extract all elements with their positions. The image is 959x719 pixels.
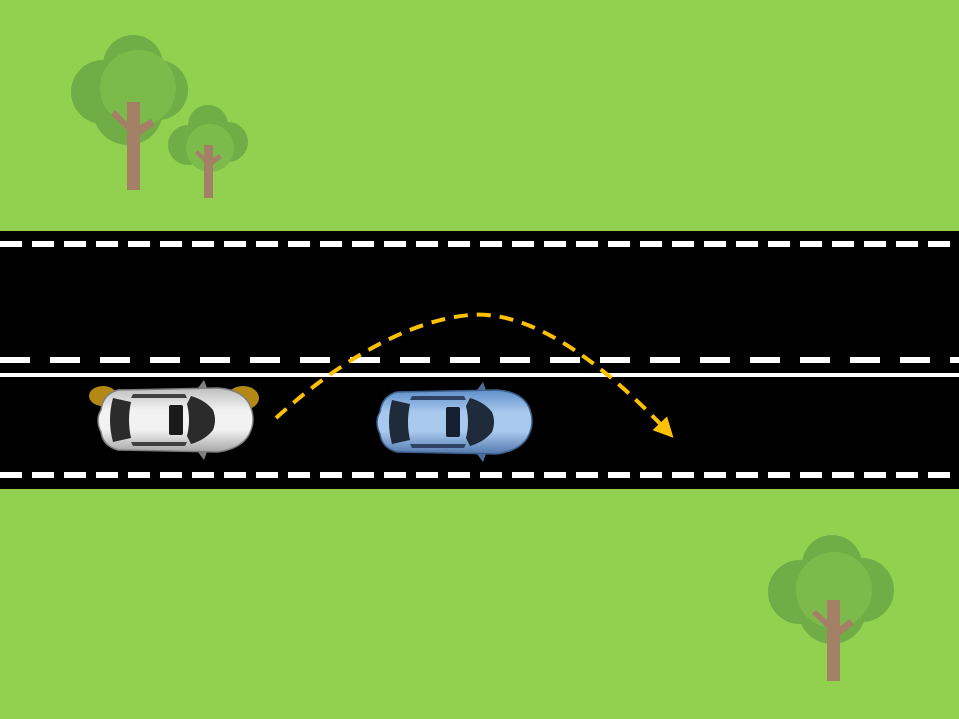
tree-icon	[768, 535, 894, 681]
curved-dashed-arrow-icon	[274, 312, 674, 438]
tree-icon	[168, 105, 248, 198]
car-icon	[89, 380, 259, 460]
tree-icon	[71, 35, 188, 190]
car-icon	[376, 382, 533, 462]
